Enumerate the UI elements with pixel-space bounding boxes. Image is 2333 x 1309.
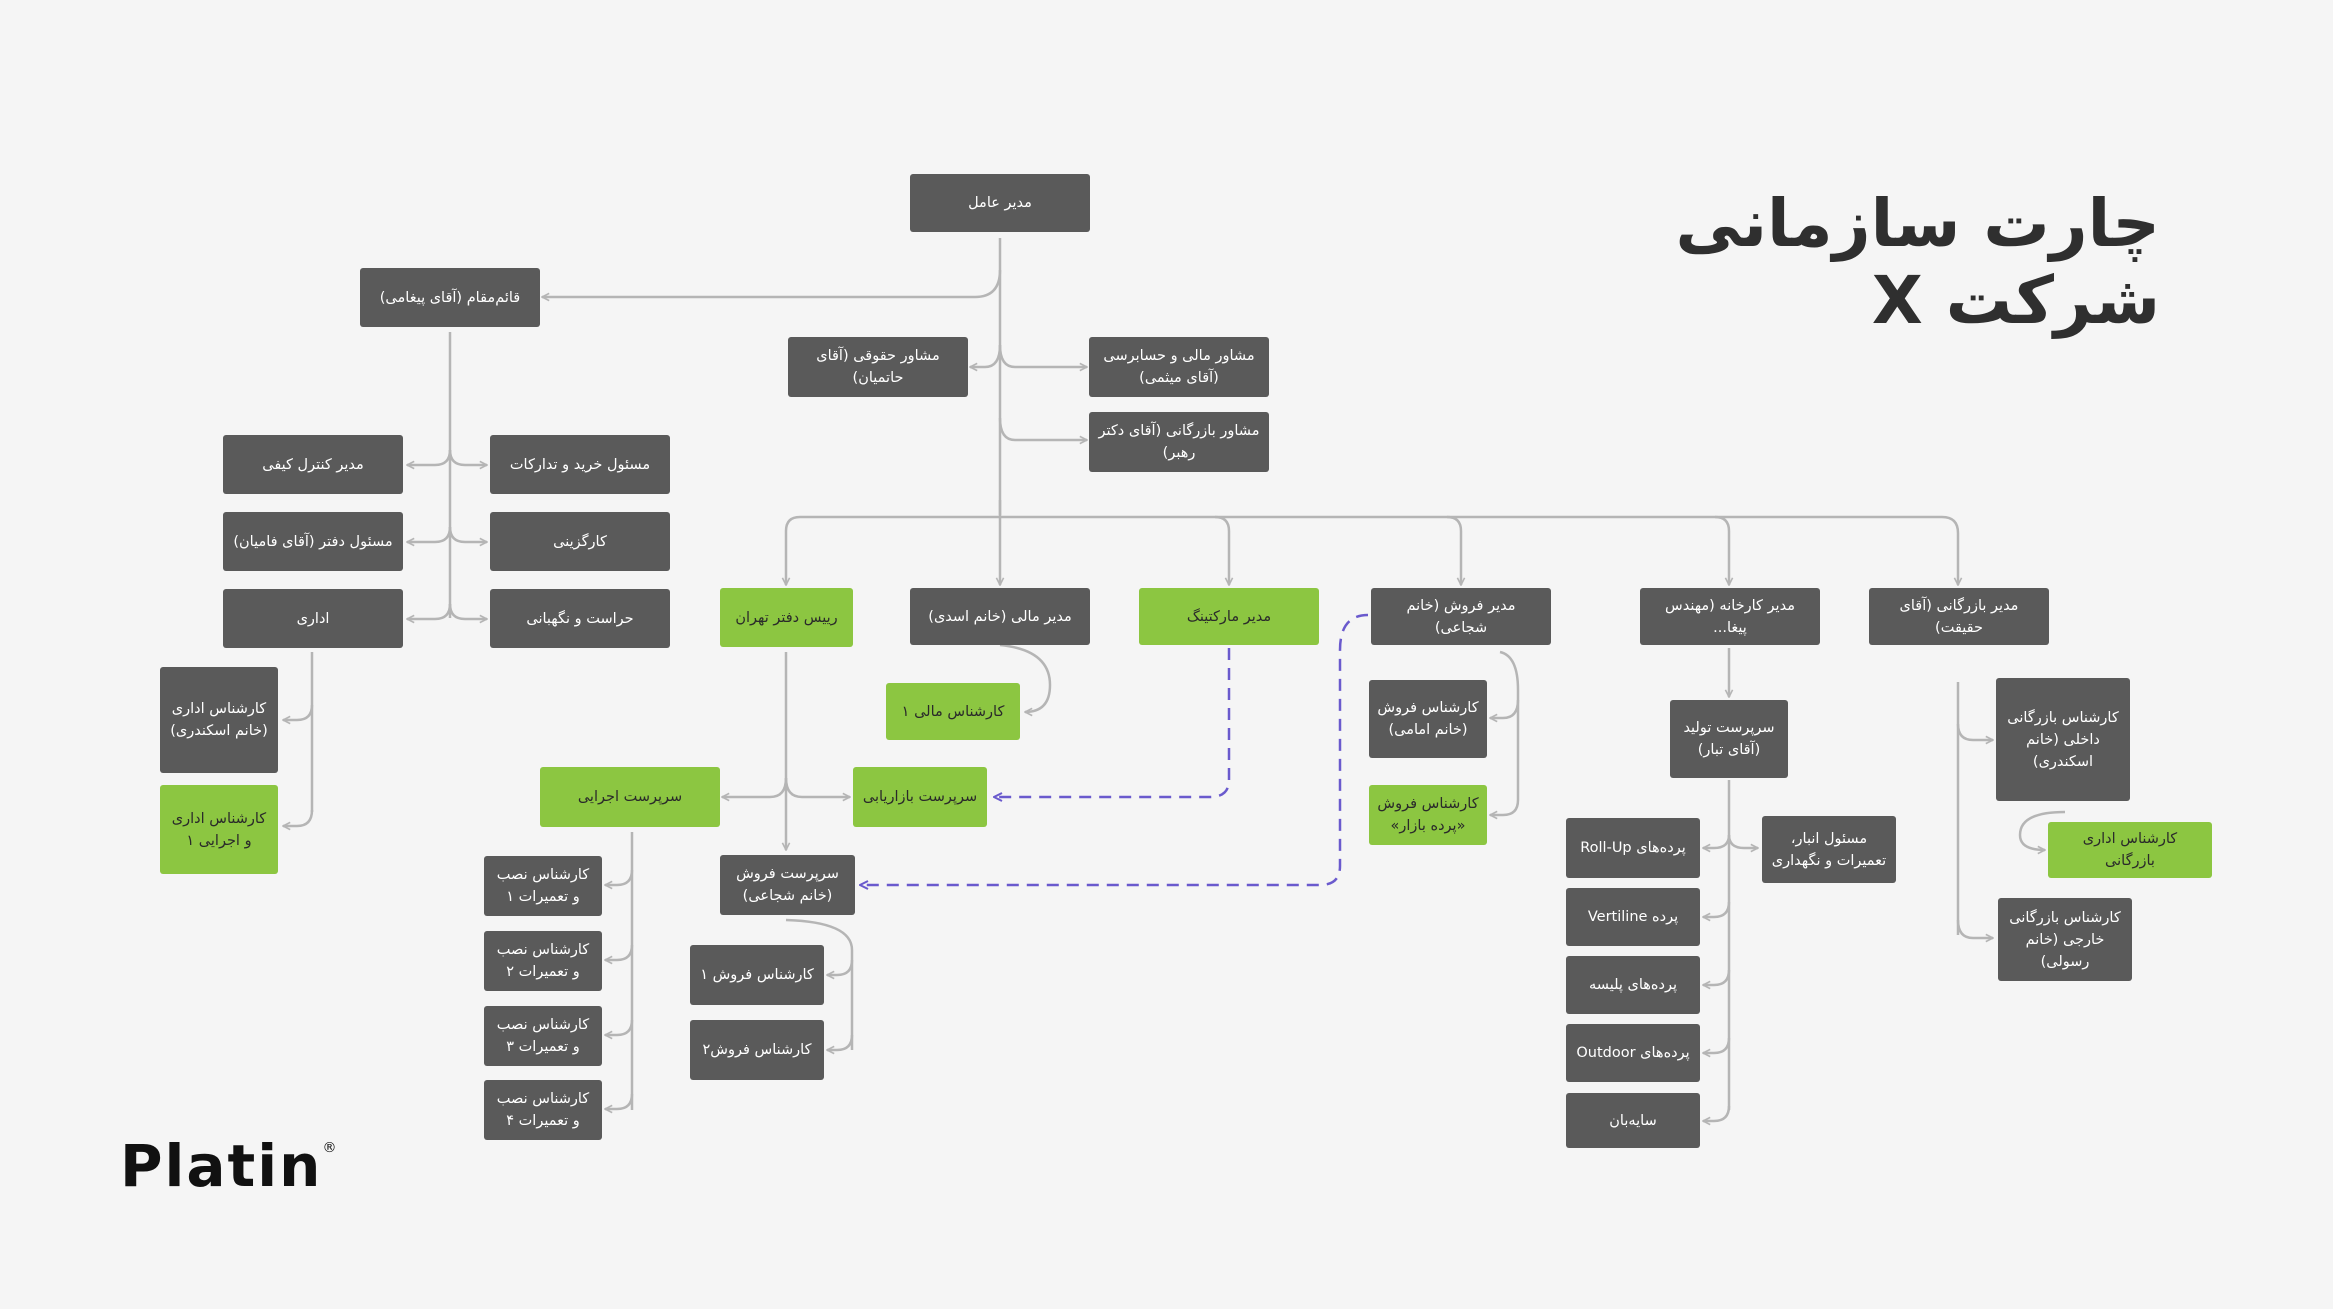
registered-mark: ®	[322, 1140, 339, 1156]
node-commerce-admin-expert: کارشناس اداری بازرگانی	[2048, 822, 2212, 878]
dashed-marketing-to-mkt-supervisor	[994, 648, 1231, 797]
node-commerce-expert-internal: کارشناس بازرگانی داخلی (خانم اسکندری)	[1996, 678, 2130, 801]
line-legal	[970, 344, 1002, 367]
line-inst2	[605, 944, 634, 960]
line-rollup	[1703, 834, 1731, 848]
line-commerce-adv	[998, 417, 1087, 440]
node-admin: اداری	[223, 589, 403, 648]
line-hr	[448, 526, 487, 542]
line-admin-exp2	[283, 809, 314, 826]
line-warehouse	[1727, 834, 1758, 848]
line-exec	[722, 777, 788, 797]
line-purch	[448, 449, 487, 465]
line-admin-exp1	[283, 704, 314, 720]
node-sales-expert-2: کارشناس فروش۲	[690, 1020, 824, 1080]
node-commerce-expert-external: کارشناس بازرگانی خارجی (خانم رسولی)	[1998, 898, 2132, 981]
node-awning: سایه‌بان	[1566, 1093, 1700, 1148]
node-finance-expert: کارشناس مالی ۱	[886, 683, 1020, 740]
node-production-supervisor: سرپرست تولید (آقای تبار)	[1670, 700, 1788, 778]
node-ceo: مدیر عامل	[910, 174, 1090, 232]
line-inst4	[605, 1093, 634, 1109]
node-installer-2: کارشناس نصب و تعمیرات ۲	[484, 931, 602, 991]
line-to-factory	[1714, 515, 1729, 585]
node-rollup: پرده‌های Roll-Up	[1566, 818, 1700, 878]
node-sales-manager: مدیر فروش (خانم شجاعی)	[1371, 588, 1551, 645]
node-installer-4: کارشناس نصب و تعمیرات ۴	[484, 1080, 602, 1140]
line-awning	[1703, 1105, 1731, 1121]
line-office	[407, 526, 452, 542]
line-mkt-sup	[784, 777, 850, 797]
node-sales-supervisor: سرپرست فروش (خانم شجاعی)	[720, 855, 855, 915]
line-to-commerce	[1941, 515, 1958, 585]
node-qc-manager: مدیر کنترل کیفی	[223, 435, 403, 494]
line-sexp-bazar	[1490, 799, 1520, 815]
node-sales-expert-1: کارشناس فروش ۱	[690, 945, 824, 1005]
line-to-sales	[1446, 515, 1461, 585]
node-commerce-manager: مدیر بازرگانی (آقای حقیقت)	[1869, 588, 2049, 645]
line-inst1	[605, 869, 634, 885]
node-office-head: مسئول دفتر (آقای فامیان)	[223, 512, 403, 571]
node-sales-expert-bazar: کارشناس فروش «پرده بازار»	[1369, 785, 1487, 845]
node-outdoor: پرده‌های Outdoor	[1566, 1024, 1700, 1082]
node-marketing-manager: مدیر مارکتینگ	[1139, 588, 1319, 645]
node-hr: کارگزینی	[490, 512, 670, 571]
node-finance-advisor: مشاور مالی و حسابرسی (آقای میثمی)	[1089, 337, 1269, 397]
node-installer-1: کارشناس نصب و تعمیرات ۱	[484, 856, 602, 916]
node-security: حراست و نگهبانی	[490, 589, 670, 648]
line-admin	[407, 603, 452, 619]
node-vertiline: پرده Vertiline	[1566, 888, 1700, 946]
line-sexp-imami	[1490, 699, 1520, 718]
node-installer-3: کارشناس نصب و تعمیرات ۳	[484, 1006, 602, 1066]
node-exec-supervisor: سرپرست اجرایی	[540, 767, 720, 827]
line-sales-mgr-trunk	[1499, 650, 1520, 800]
node-pleated: پرده‌های پلیسه	[1566, 956, 1700, 1014]
node-purchasing: مسئول خرید و تدارکات	[490, 435, 670, 494]
node-sales-expert-imami: کارشناس فروش (خانم امامی)	[1369, 680, 1487, 758]
line-to-marketing	[1214, 515, 1229, 585]
node-admin-expert-2: کارشناس اداری و اجرایی ۱	[160, 785, 278, 874]
line-com-admin	[2018, 810, 2066, 850]
node-finance-manager: مدیر مالی (خانم اسدی)	[910, 588, 1090, 645]
platin-logo: Platin®	[120, 1132, 338, 1200]
node-deputy: قائم‌مقام (آقای پیغامی)	[360, 268, 540, 327]
chart-title: چارت سازمانی شرکت X	[1675, 185, 2160, 339]
line-to-tehran	[786, 515, 801, 585]
line-pleated	[1703, 969, 1731, 985]
line-sales-sup-trunk	[785, 918, 854, 1050]
node-commerce-advisor: مشاور بازرگانی (آقای دکتر رهبر)	[1089, 412, 1269, 472]
line-vertiline	[1703, 901, 1731, 917]
line-com-ext	[1956, 919, 1993, 938]
node-factory-manager: مدیر کارخانه (مهندس پیغا...	[1640, 588, 1820, 645]
logo-text: Platin	[120, 1132, 323, 1200]
line-outdoor	[1703, 1037, 1731, 1053]
node-admin-expert-1: کارشناس اداری (خانم اسکندری)	[160, 667, 278, 773]
line-finance-adv	[998, 344, 1087, 367]
line-security	[448, 603, 487, 619]
line-inst3	[605, 1019, 634, 1035]
line-fin-exp	[999, 643, 1052, 712]
line-sexp1	[827, 959, 854, 975]
line-ceo-deputy	[542, 269, 1002, 297]
node-legal-advisor: مشاور حقوقی (آقای حاتمیان)	[788, 337, 968, 397]
dashed-sales-to-sales-supervisor	[860, 613, 1369, 885]
line-sexp2	[827, 1034, 854, 1050]
line-qc	[407, 449, 452, 465]
node-tehran-office: رییس دفتر تهران	[720, 588, 853, 647]
line-com-int	[1956, 723, 1993, 740]
node-warehouse: مسئول انبار، تعمیرات و نگهداری	[1762, 816, 1896, 883]
node-marketing-supervisor: سرپرست بازاریابی	[853, 767, 987, 827]
